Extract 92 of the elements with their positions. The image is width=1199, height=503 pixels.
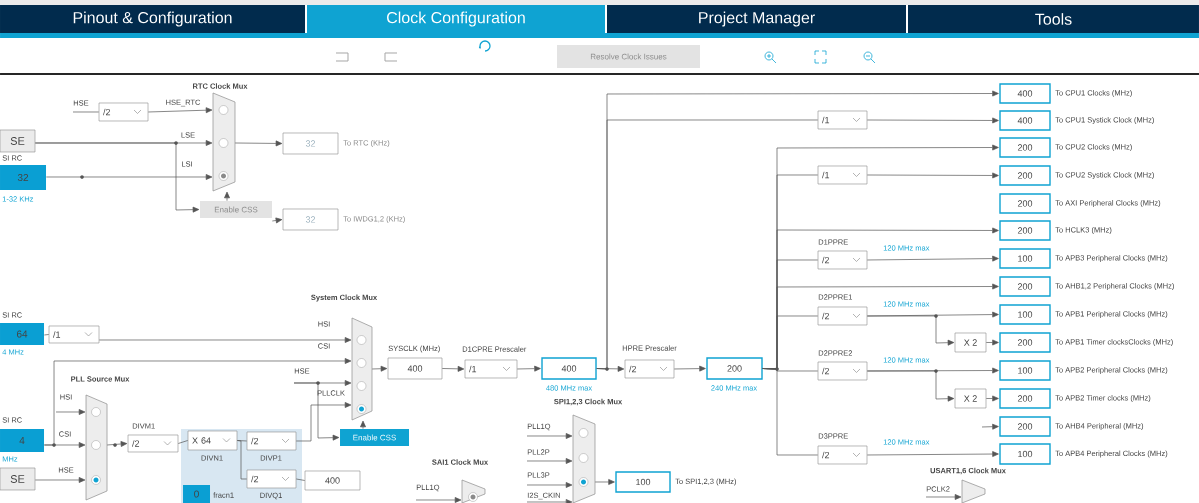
value-box: 200 (999, 220, 1051, 241)
connector-arrow (526, 458, 573, 464)
dropdown: /2 (127, 434, 179, 453)
dropdown: /2 (817, 361, 868, 381)
node-label: Tools (1035, 13, 1072, 25)
value-box: 200 (999, 416, 1051, 437)
value-box: X 2 (954, 388, 987, 409)
connector-arrow (55, 409, 86, 415)
value-box: 200 (999, 388, 1051, 409)
tab: Pinout & Configuration (0, 5, 305, 33)
connector-arrow (866, 370, 955, 402)
connector-arrow (224, 191, 230, 202)
connector-line (72, 111, 100, 113)
connector-arrow (43, 442, 86, 448)
value-box: 200 (999, 276, 1051, 297)
value-box: 200 (706, 357, 763, 380)
connector-arrow (866, 172, 999, 179)
connector-line (177, 440, 189, 444)
tab: Tools (908, 5, 1199, 33)
connector-line (236, 440, 248, 480)
tab: Project Manager (607, 5, 906, 33)
dropdown: /2 (246, 431, 297, 451)
dropdown: /1 (464, 359, 518, 379)
dropdown: /2 (817, 445, 868, 465)
connector-arrow (526, 433, 573, 439)
dropdown: /2 (817, 250, 868, 270)
dropdown: /2 (246, 469, 297, 489)
connector-arrow (234, 140, 283, 147)
value-field: 4 (0, 429, 44, 452)
value-box: 32 (282, 208, 339, 231)
button: Resolve Clock Issues (557, 45, 700, 68)
connector-line (596, 119, 819, 370)
connector-arrow (371, 365, 388, 372)
dropdown: /1 (817, 165, 868, 185)
value-box: 200 (999, 165, 1051, 186)
connector-arrow (526, 499, 573, 503)
value-box: 100 (999, 304, 1051, 325)
value-field: 64 (0, 323, 44, 345)
node-label: Project Manager (699, 11, 815, 27)
tab: Clock Configuration (307, 5, 605, 33)
connector-arrow (293, 382, 340, 441)
value-box: 400 (304, 470, 361, 491)
connector-arrow (981, 423, 999, 430)
value-box: X 2 (954, 332, 987, 353)
connector-arrow (925, 494, 962, 500)
value-box: 400 (999, 110, 1051, 131)
value-box: 200 (999, 193, 1051, 214)
value-box: 32 (282, 132, 339, 155)
connector-arrow (516, 365, 541, 372)
connector-arrow (34, 142, 200, 213)
value-box: 100 (999, 360, 1051, 381)
value-box: 400 (387, 357, 443, 380)
dropdown: /1 (817, 110, 868, 130)
connector-arrow (34, 477, 86, 483)
connector-arrow (441, 365, 465, 372)
value-box: 100 (999, 248, 1051, 269)
value-box: 200 (999, 137, 1051, 158)
value-box: 400 (999, 83, 1051, 104)
connector-arrow (147, 107, 213, 114)
value-box: 100 (615, 471, 671, 493)
connector-arrow (866, 117, 999, 124)
connector-arrow (415, 497, 462, 503)
connector-arrow (360, 420, 366, 430)
value-box: 400 (541, 357, 597, 380)
dropdown: /2 (98, 102, 149, 122)
connector-arrow (295, 402, 352, 442)
button: Enable CSS (200, 201, 272, 218)
value-field: 32 (0, 165, 46, 190)
connector-line (295, 478, 306, 481)
connector-arrow (594, 479, 615, 485)
connector-arrow (866, 451, 999, 457)
dropdown: /2 (817, 306, 868, 326)
connector-arrow (45, 174, 213, 180)
connector-arrow (526, 482, 573, 488)
dropdown: X 64 (187, 430, 238, 451)
source-box: SE (0, 467, 36, 491)
value-box: 200 (999, 332, 1051, 353)
connector-arrow (985, 395, 999, 402)
source-box: SE (0, 129, 36, 153)
connector-line (762, 368, 819, 456)
dropdown: /1 (48, 325, 100, 344)
value-box: 100 (999, 443, 1051, 465)
connector-arrow (98, 337, 352, 343)
connector-line (43, 334, 50, 336)
connector-arrow (866, 255, 999, 262)
connector-arrow (271, 217, 283, 224)
dropdown: /2 (624, 359, 675, 379)
node-label: Clock Configuration (387, 11, 525, 27)
connector-arrow (985, 339, 999, 346)
connector-arrow (866, 315, 955, 346)
connector-arrow (106, 441, 128, 447)
connector-arrow (673, 365, 706, 372)
